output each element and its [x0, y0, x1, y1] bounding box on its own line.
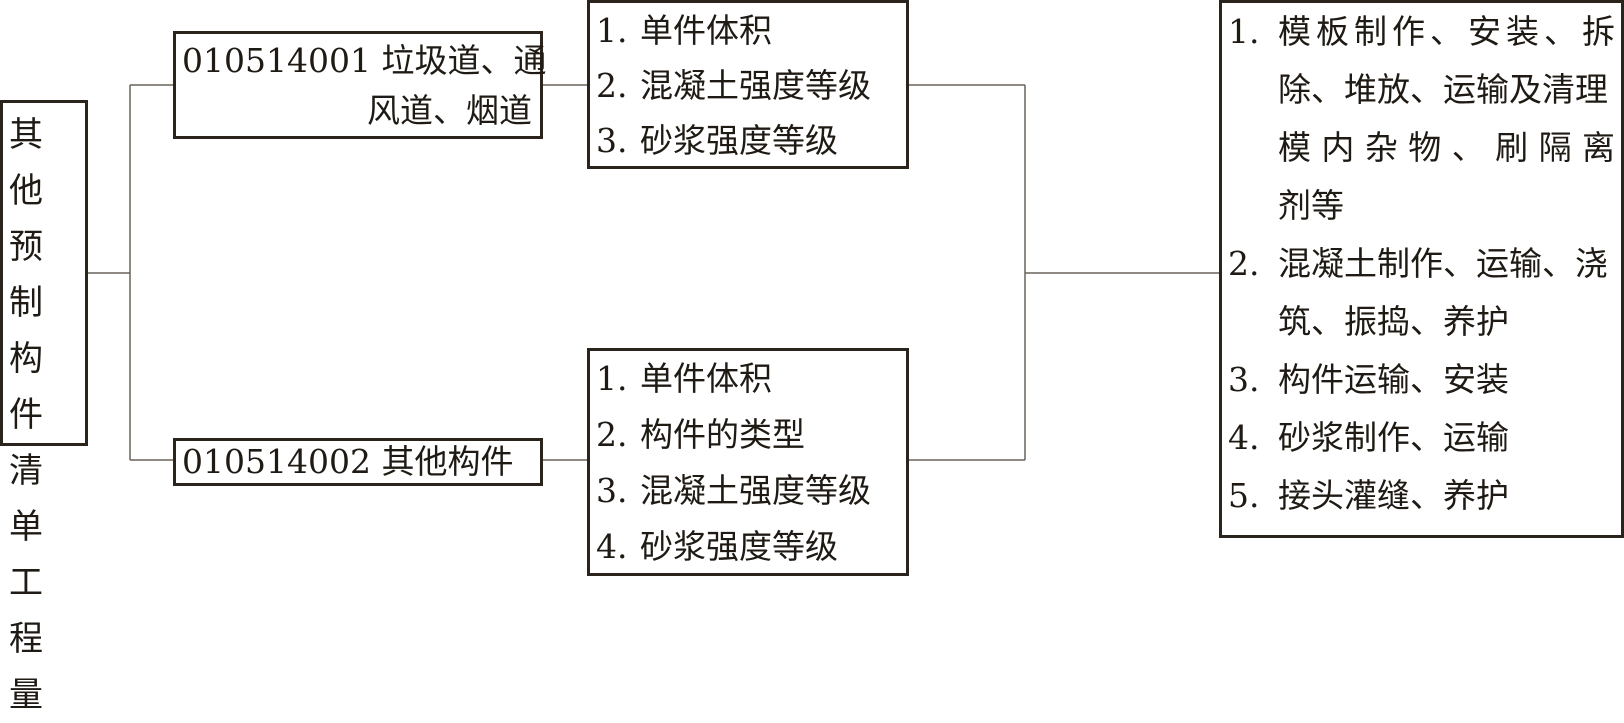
feature-num: 3. [596, 471, 628, 510]
feature-text: 单件体积 [640, 359, 772, 398]
item-node-010514002: 010514002 其他构件 [173, 438, 543, 486]
feature-text: 混凝土强度等级 [640, 471, 871, 510]
work-row: 3. 构件运输、安装 [1228, 351, 1615, 409]
root-line: 量 [9, 675, 45, 715]
work-num: 1. [1228, 12, 1260, 51]
item-node-010514001: 010514001 垃圾道、通 风道、烟道 [173, 31, 547, 139]
feature-row: 1. 单件体积 [596, 3, 900, 58]
work-line: 砂浆制作、运输 [1278, 418, 1509, 457]
feature-text: 混凝土强度等级 [640, 66, 871, 105]
feature-row: 2. 构件的类型 [596, 407, 900, 463]
work-row: 4. 砂浆制作、运输 [1228, 409, 1615, 467]
root-line: 其他 [9, 115, 45, 211]
work-line: 除、堆放、运输及清理 [1278, 70, 1608, 109]
feature-num: 4. [596, 527, 628, 566]
work-row: 5. 接头灌缝、养护 [1228, 467, 1615, 525]
work-num: 2. [1228, 244, 1260, 283]
feature-text: 构件的类型 [640, 415, 805, 454]
item-line: 010514002 其他构件 [182, 442, 514, 481]
feature-num: 3. [596, 121, 628, 160]
item-line: 风道、烟道 [367, 91, 532, 130]
work-line: 剂等 [1278, 186, 1344, 225]
root-line: 工程 [9, 563, 45, 659]
work-line: 模板制作、安装、拆 [1278, 12, 1615, 51]
feature-num: 1. [596, 11, 628, 50]
feature-num: 2. [596, 415, 628, 454]
feature-text: 砂浆强度等级 [640, 527, 838, 566]
feature-num: 1. [596, 359, 628, 398]
feature-row: 1. 单件体积 [596, 351, 900, 407]
connector-features-to-work [909, 84, 1219, 461]
work-line: 模内杂物、刷隔离 [1278, 128, 1615, 167]
work-row: 2. 混凝土制作、运输、浇 筑、振捣、养护 [1228, 235, 1615, 351]
work-line: 筑、振捣、养护 [1278, 302, 1509, 341]
work-line: 构件运输、安装 [1278, 360, 1509, 399]
work-row: 1. 模板制作、安装、拆 除、堆放、运输及清理 模内杂物、刷隔离 剂等 [1228, 3, 1615, 235]
feature-text: 单件体积 [640, 11, 772, 50]
feature-num: 2. [596, 66, 628, 105]
feature-row: 2. 混凝土强度等级 [596, 58, 900, 113]
work-line: 接头灌缝、养护 [1278, 476, 1509, 515]
work-num: 4. [1228, 418, 1260, 457]
item-line: 010514001 垃圾道、通 [182, 41, 547, 80]
work-content-node: 1. 模板制作、安装、拆 除、堆放、运输及清理 模内杂物、刷隔离 剂等 2. 混… [1219, 0, 1624, 538]
root-line: 清单 [9, 451, 45, 547]
feature-row: 4. 砂浆强度等级 [596, 519, 900, 575]
work-num: 5. [1228, 476, 1260, 515]
root-line: 预制 [9, 227, 45, 323]
root-node: 其他 预制 构件 清单 工程 量 [0, 100, 88, 715]
work-line: 混凝土制作、运输、浇 [1278, 244, 1608, 283]
work-num: 3. [1228, 360, 1260, 399]
connector-lines [88, 84, 1219, 461]
feature-text: 砂浆强度等级 [640, 121, 838, 160]
feature-row: 3. 砂浆强度等级 [596, 113, 900, 168]
connector-root-to-items [88, 84, 173, 461]
root-line: 构件 [9, 339, 45, 435]
features-node-2: 1. 单件体积 2. 构件的类型 3. 混凝土强度等级 4. 砂浆强度等级 [587, 348, 909, 576]
feature-row: 3. 混凝土强度等级 [596, 463, 900, 519]
features-node-1: 1. 单件体积 2. 混凝土强度等级 3. 砂浆强度等级 [587, 0, 909, 169]
